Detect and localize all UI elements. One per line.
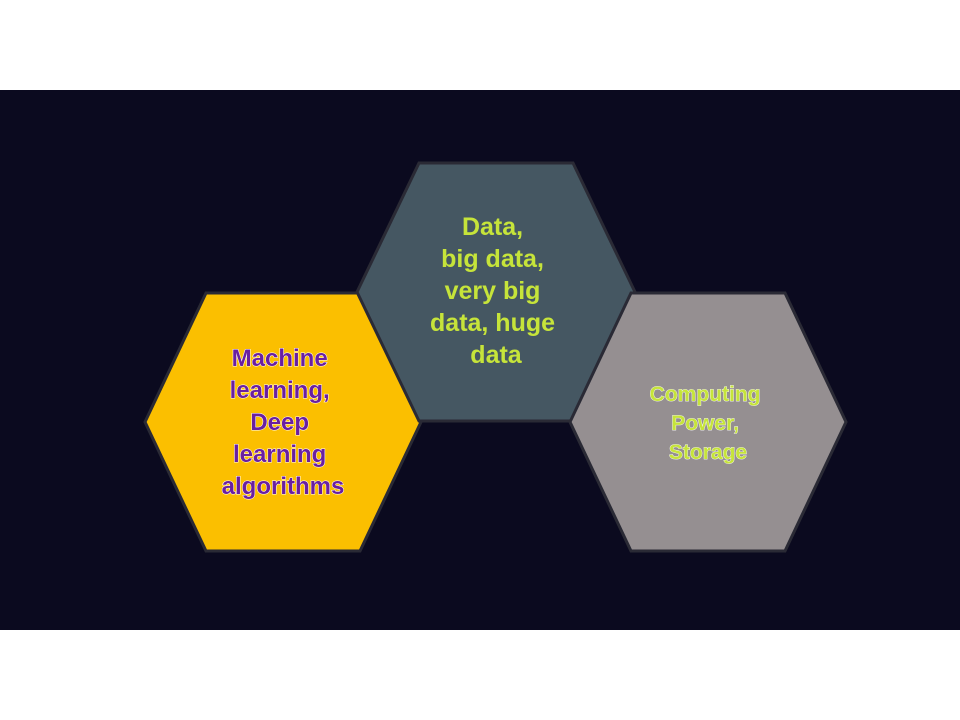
hexagon-computing: Computing Power, Storage bbox=[568, 291, 848, 553]
hexagon-computing-shape bbox=[568, 291, 848, 553]
hexagon-algorithms-label: Machine learning, Deep learning algorith… bbox=[222, 345, 345, 500]
slide-canvas: Machine learning, Deep learning algorith… bbox=[0, 90, 960, 630]
hexagon-algorithms: Machine learning, Deep learning algorith… bbox=[143, 291, 423, 553]
hexagon-computing-label: Computing Power, Storage bbox=[650, 383, 767, 464]
hexagon-data-label: Data, big data, very big data, huge data bbox=[430, 213, 562, 369]
hexagon-data: Data, big data, very big data, huge data bbox=[355, 161, 637, 423]
hexagon-diagram: Machine learning, Deep learning algorith… bbox=[143, 161, 848, 553]
